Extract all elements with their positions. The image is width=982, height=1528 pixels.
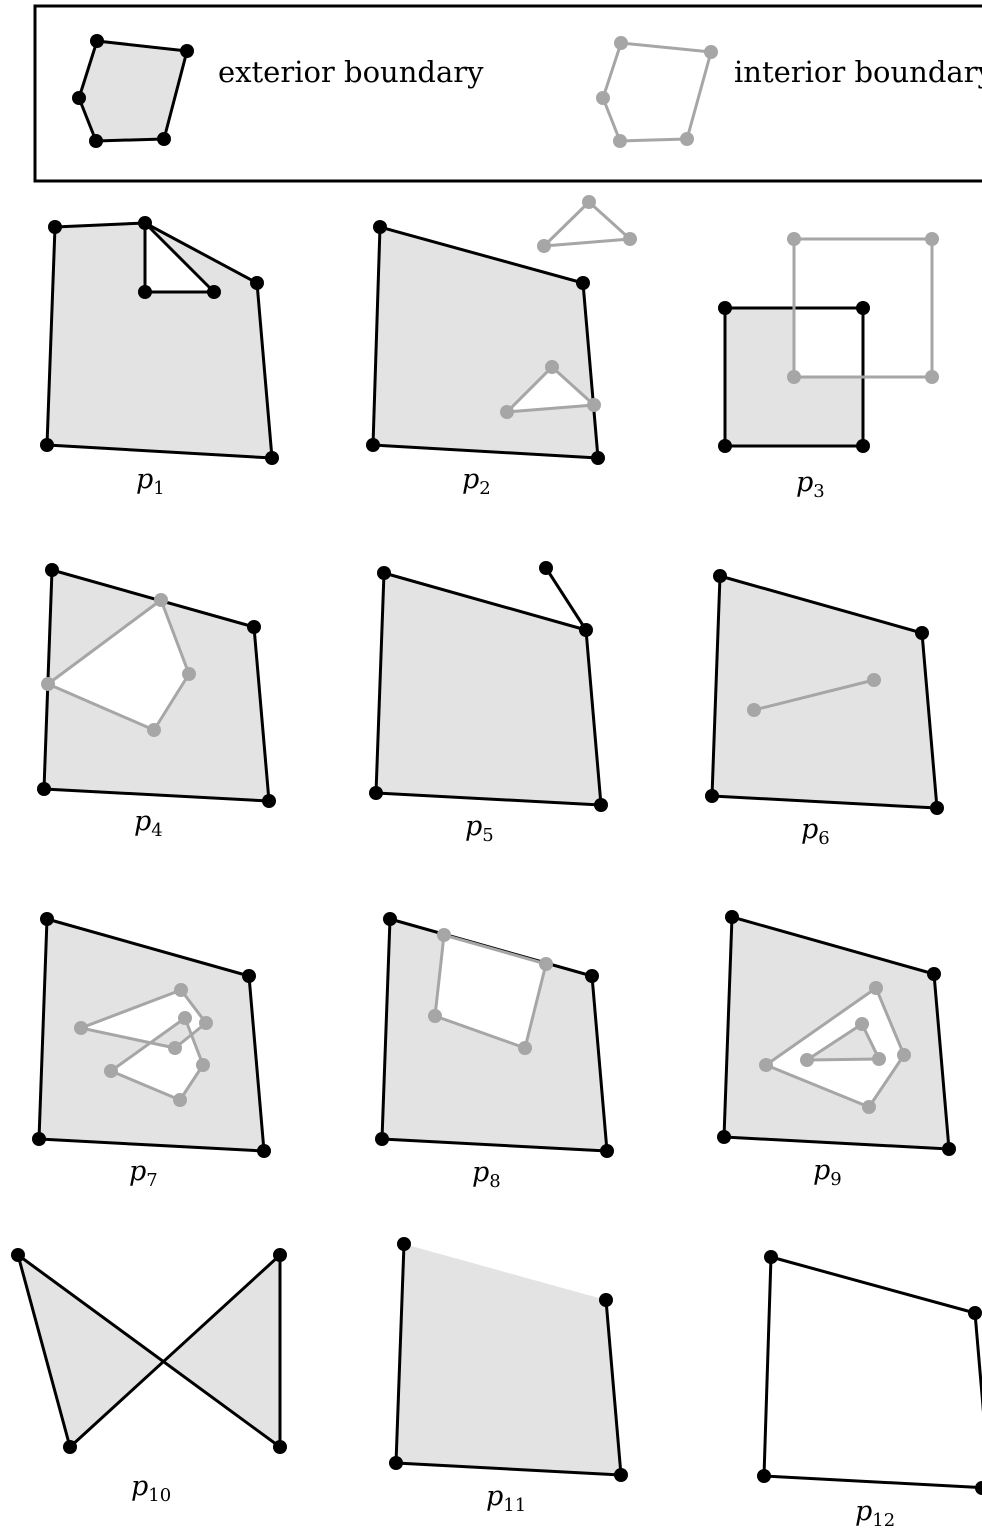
- legend-interior-label: interior boundary: [734, 55, 982, 89]
- label-p3: p3: [796, 467, 825, 502]
- label-p4: p4: [134, 806, 163, 841]
- polygon-p11: p11: [389, 1237, 628, 1516]
- polygon-p1: p1: [40, 216, 279, 499]
- polygon-p5: p5: [369, 561, 608, 846]
- label-p7: p7: [129, 1156, 158, 1191]
- label-p9: p9: [813, 1155, 842, 1190]
- legend-exterior-swatch: [72, 34, 194, 148]
- label-p8: p8: [472, 1157, 501, 1192]
- polygon-p2: p2: [366, 195, 637, 499]
- polygon-p3: p3: [718, 232, 939, 502]
- label-p11: p11: [486, 1481, 526, 1516]
- label-p2: p2: [462, 464, 491, 499]
- polygon-p8: p8: [375, 912, 614, 1192]
- label-p6: p6: [801, 814, 830, 849]
- polygon-p9: p9: [717, 910, 956, 1190]
- polygon-p10: p10: [11, 1248, 287, 1506]
- polygon-p4: p4: [37, 563, 276, 841]
- label-p1: p1: [136, 464, 165, 499]
- label-p10: p10: [131, 1471, 171, 1506]
- polygon-p12: p12: [757, 1250, 982, 1528]
- label-p5: p5: [465, 811, 494, 846]
- legend-exterior-label: exterior boundary: [218, 55, 484, 89]
- legend: exterior boundary interior boundary: [33, 4, 982, 183]
- polygon-p7: p7: [32, 912, 271, 1191]
- polygon-p6: p6: [705, 569, 944, 849]
- legend-frame: [33, 4, 982, 183]
- label-p12: p12: [855, 1496, 895, 1528]
- legend-interior-swatch: [596, 36, 718, 148]
